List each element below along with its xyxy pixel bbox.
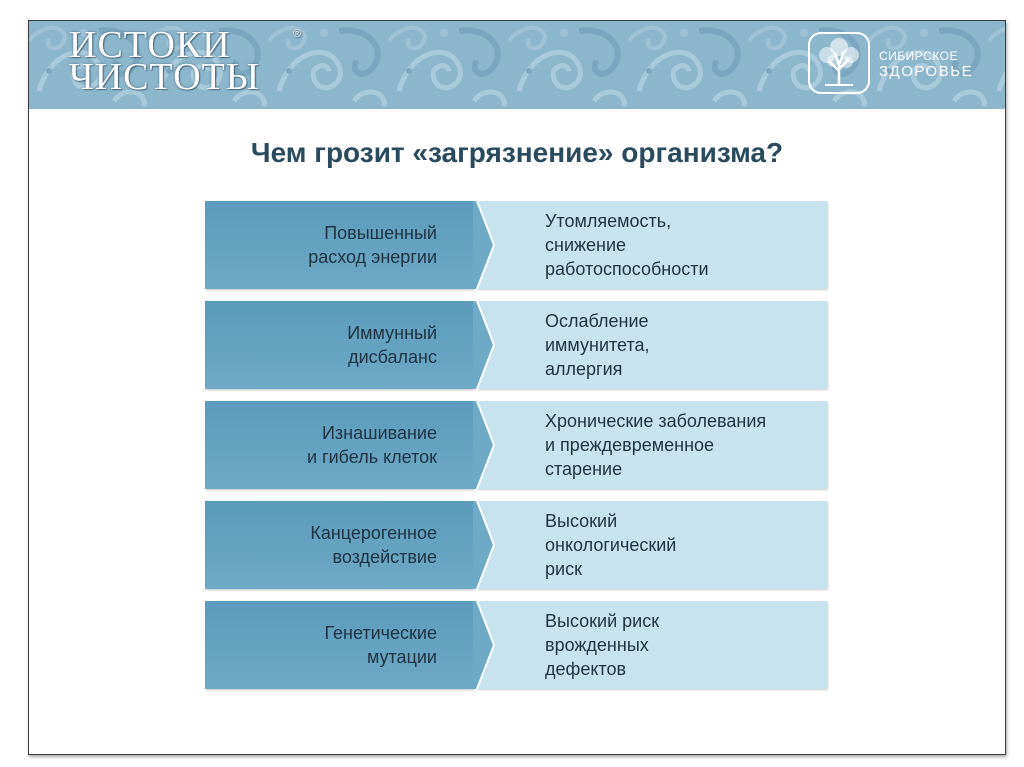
cause-line: Повышенный <box>324 223 437 243</box>
arrow-right-icon <box>473 501 495 589</box>
effect-line: онкологический <box>545 535 677 555</box>
effect-box: Высокий риск врожденных дефектов <box>477 601 827 689</box>
effect-text: Высокий риск врожденных дефектов <box>545 601 659 689</box>
effect-line: Хронические заболевания <box>545 411 767 431</box>
cause-line: Изнашивание <box>321 423 437 443</box>
header-banner: ИСТОКИ ЧИСТОТЫ ® СИБИРСКОЕ ЗДОРОВЬЕ <box>29 21 1005 109</box>
table-row: Утомляемость, снижение работоспособности По… <box>205 201 827 289</box>
cause-box: Изнашивание и гибель клеток <box>205 401 473 489</box>
cause-line: мутации <box>366 647 437 667</box>
effect-line: Высокий риск <box>545 611 660 631</box>
effect-box: Ослабление иммунитета, аллергия <box>477 301 827 389</box>
effect-box: Высокий онкологический риск <box>477 501 827 589</box>
arrow-right-icon <box>473 401 495 489</box>
registered-mark: ® <box>293 28 303 40</box>
table-row: Ослабление иммунитета, аллергия Иммунный дис… <box>205 301 827 389</box>
cause-line: Иммунный <box>347 323 437 343</box>
partner-line-1: СИБИРСКОЕ <box>879 49 959 63</box>
cause-box: Повышенный расход энергии <box>205 201 473 289</box>
table-row: Высокий риск врожденных дефектов Генетическ… <box>205 601 827 689</box>
partner-logo: СИБИРСКОЕ ЗДОРОВЬЕ <box>807 29 987 99</box>
tree-icon <box>808 32 870 94</box>
brand-logo: ИСТОКИ ЧИСТОТЫ ® <box>69 24 301 98</box>
cause-line: дисбаланс <box>348 347 437 367</box>
effect-line: врожденных <box>545 635 649 655</box>
effect-text: Ослабление иммунитета, аллергия <box>545 301 650 389</box>
effect-line: снижение <box>545 235 627 255</box>
brand-line-1: ИСТОКИ <box>69 24 231 66</box>
cause-box: Генетические мутации <box>205 601 473 689</box>
partner-line-2: ЗДОРОВЬЕ <box>879 63 974 80</box>
effect-line: аллергия <box>545 359 623 379</box>
effect-line: и преждевременное <box>545 435 715 455</box>
page-title: Чем грозит «загрязнение» организма? <box>250 137 784 168</box>
arrow-right-icon <box>473 601 495 689</box>
effect-line: старение <box>545 459 623 479</box>
cause-text: Генетические мутации <box>324 601 437 689</box>
slide: ИСТОКИ ЧИСТОТЫ ® СИБИРСКОЕ ЗДОРОВЬЕ Чем … <box>28 20 1006 755</box>
effect-text: Высокий онкологический риск <box>545 501 676 589</box>
cause-text: Иммунный дисбаланс <box>347 301 437 389</box>
cause-line: воздействие <box>332 547 437 567</box>
effect-line: Утомляемость, <box>545 211 672 231</box>
table-row: Высокий онкологический риск Канцерогенное во… <box>205 501 827 589</box>
table-row: Хронические заболевания и преждевременное… <box>205 401 827 489</box>
effect-box: Хронические заболевания и преждевременное… <box>477 401 827 489</box>
cause-line: и гибель клеток <box>307 447 437 467</box>
arrow-right-icon <box>473 301 495 389</box>
effect-box: Утомляемость, снижение работоспособности <box>477 201 827 289</box>
brand-line-2: ЧИСТОТЫ <box>69 56 260 98</box>
cause-line: расход энергии <box>308 247 437 267</box>
effect-line: работоспособности <box>545 259 709 279</box>
effect-text: Утомляемость, снижение работоспособности <box>545 201 709 289</box>
cause-text: Канцерогенное воздействие <box>310 501 437 589</box>
effect-text: Хронические заболевания и преждевременное… <box>545 401 766 489</box>
cause-text: Повышенный расход энергии <box>308 201 437 289</box>
cause-line: Генетические <box>324 623 437 643</box>
effect-line: Высокий <box>545 511 618 531</box>
effect-line: риск <box>545 559 582 579</box>
arrow-right-icon <box>473 201 495 289</box>
effect-line: Ослабление <box>545 311 649 331</box>
cause-box: Иммунный дисбаланс <box>205 301 473 389</box>
effect-line: иммунитета, <box>545 335 650 355</box>
cause-text: Изнашивание и гибель клеток <box>307 401 437 489</box>
effect-line: дефектов <box>545 659 627 679</box>
cause-line: Канцерогенное <box>310 523 437 543</box>
cause-box: Канцерогенное воздействие <box>205 501 473 589</box>
